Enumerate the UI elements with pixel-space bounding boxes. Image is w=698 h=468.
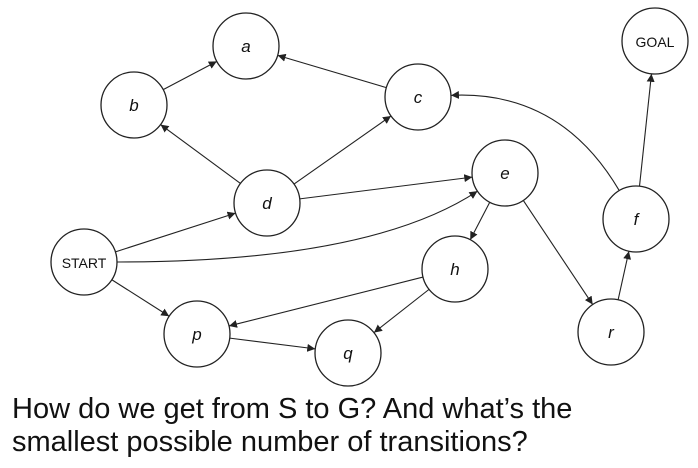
node-f-label: f <box>634 210 641 229</box>
edge-d-to-b <box>160 124 241 184</box>
node-c: c <box>384 63 452 131</box>
edge-start-to-p <box>111 279 170 317</box>
edge-d-to-e <box>299 174 473 200</box>
node-f: f <box>602 185 670 253</box>
node-q: q <box>314 319 382 387</box>
node-c-label: c <box>414 88 423 107</box>
edge-e-to-h <box>469 202 491 240</box>
node-e: e <box>471 139 539 207</box>
node-goal-circle <box>621 7 689 75</box>
node-f-circle <box>602 185 670 253</box>
edge-c-to-a <box>277 53 387 89</box>
node-d: d <box>233 169 301 237</box>
node-h: h <box>421 235 489 303</box>
node-p: p <box>163 300 231 368</box>
node-r: r <box>577 298 645 366</box>
node-start-circle <box>50 228 118 296</box>
node-a-label: a <box>241 37 250 56</box>
node-p-label: p <box>191 325 201 344</box>
node-q-circle <box>314 319 382 387</box>
node-q-label: q <box>343 344 353 363</box>
node-a-circle <box>212 12 280 80</box>
edges-layer <box>111 53 655 352</box>
node-start-label: START <box>62 255 107 271</box>
edge-start-to-e <box>116 190 478 263</box>
edge-f-to-c <box>450 90 620 191</box>
node-r-circle <box>577 298 645 366</box>
node-goal-label: GOAL <box>636 34 675 50</box>
edge-h-to-p <box>228 276 424 328</box>
edge-b-to-a <box>162 60 218 91</box>
edge-h-to-q <box>373 288 430 334</box>
edge-p-to-q <box>229 337 316 352</box>
node-e-label: e <box>500 164 509 183</box>
node-b-label: b <box>129 96 138 115</box>
nodes-layer: a b c d e f h p q r START GOAL <box>50 7 689 387</box>
node-h-circle <box>421 235 489 303</box>
caption-line-2: smallest possible number of transitions? <box>12 426 528 458</box>
state-graph: a b c d e f h p q r START GOAL <box>50 7 689 387</box>
edge-start-to-d <box>115 211 236 253</box>
node-goal: GOAL <box>621 7 689 75</box>
node-start: START <box>50 228 118 296</box>
caption-line-1: How do we get from S to G? And what’s th… <box>12 393 573 425</box>
node-d-circle <box>233 169 301 237</box>
node-c-circle <box>384 63 452 131</box>
node-d-label: d <box>262 194 272 213</box>
node-b: b <box>100 71 168 139</box>
node-b-circle <box>100 71 168 139</box>
node-a: a <box>212 12 280 80</box>
node-h-label: h <box>450 260 459 279</box>
edge-f-to-goal <box>638 73 655 187</box>
edge-d-to-c <box>293 115 392 185</box>
node-p-circle <box>163 300 231 368</box>
node-r-label: r <box>608 323 615 342</box>
caption: How do we get from S to G? And what’s th… <box>12 393 692 459</box>
node-e-circle <box>471 139 539 207</box>
edge-e-to-r <box>522 200 594 305</box>
edge-r-to-f <box>617 251 632 300</box>
